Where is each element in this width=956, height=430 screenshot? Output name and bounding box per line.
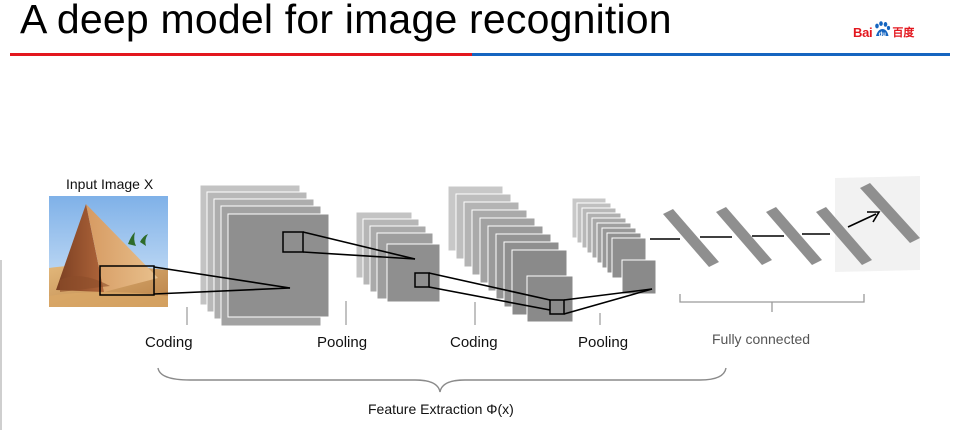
stage-label-pooling-2: Pooling [578,334,628,351]
pyramid-photo [49,196,168,307]
coding-layer-1-stack [200,185,329,326]
fully-connected-label: Fully connected [712,331,810,347]
coding-layer-2-stack [448,186,573,322]
input-image-label: Input Image X [66,176,153,192]
feature-extraction-brace [158,368,726,392]
pooling-layer-2-stack [572,198,656,294]
feature-extraction-label: Feature Extraction Φ(x) [368,401,514,417]
pooling-layer-1-stack [356,212,440,302]
fully-connected-layers [650,176,920,272]
stage-label-coding-2: Coding [450,334,498,351]
stage-label-pooling-1: Pooling [317,334,367,351]
fully-connected-bracket [680,294,864,312]
stage-label-coding-1: Coding [145,334,193,351]
